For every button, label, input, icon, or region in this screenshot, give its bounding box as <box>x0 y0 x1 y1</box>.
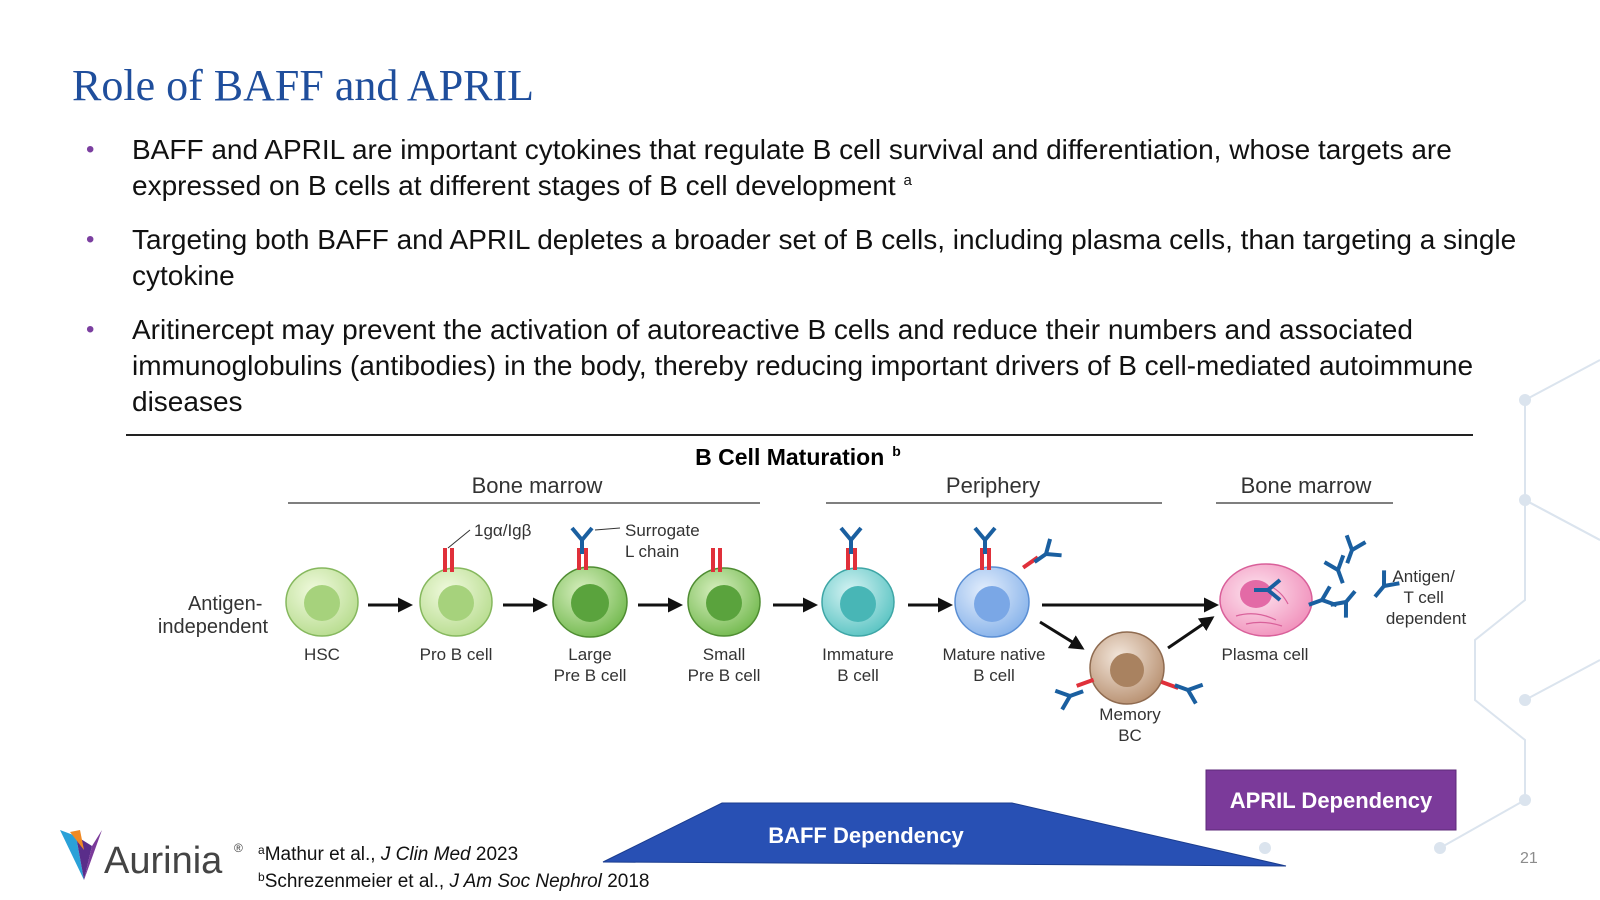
small-pre-b-cell <box>687 548 761 637</box>
april-dependency-label: APRIL Dependency <box>1230 788 1433 813</box>
bullet-dot: • <box>86 226 95 253</box>
pro-b-label: Pro B cell <box>420 645 493 664</box>
baff-dependency-band: BAFF Dependency <box>602 802 1287 867</box>
antigen-independent-label: Antigen- independent <box>158 593 269 638</box>
footnote-a: aMathur et al., J Clin Med 2023 <box>258 841 649 868</box>
divider-line <box>126 434 1473 436</box>
logo-mark-accent <box>70 830 84 850</box>
bullet-item: • Targeting both BAFF and APRIL depletes … <box>86 222 1526 294</box>
baff-dependency-label: BAFF Dependency <box>768 823 964 848</box>
hsc-label: HSC <box>304 645 340 664</box>
surrogate-chain-callout: Surrogate L chain <box>625 521 704 561</box>
bullet-text: Targeting both BAFF and APRIL depletes a… <box>132 224 1517 291</box>
antigen-dependent-label: Antigen/ T cell dependent <box>1386 567 1467 628</box>
logo-mark-center <box>76 836 92 880</box>
bullet-dot: • <box>86 316 95 343</box>
logo-wordmark: Aurinia <box>104 840 223 882</box>
bullet-superscript: a <box>903 172 912 189</box>
plasma-cell <box>1219 533 1402 637</box>
footnote-year: 2023 <box>470 844 519 865</box>
large-pre-b-cell <box>552 526 628 638</box>
bullet-item: • BAFF and APRIL are important cytokines … <box>86 132 1526 204</box>
bullet-text: Aritinercept may prevent the activation … <box>132 314 1474 417</box>
memory-b-cell <box>1053 631 1205 712</box>
footnote-authors: Schrezenmeier et al., <box>264 871 450 892</box>
logo-registered-mark: ® <box>234 841 243 855</box>
region-label-bone-marrow-right: Bone marrow <box>1241 473 1372 498</box>
bullet-text: BAFF and APRIL are important cytokines t… <box>132 134 1452 201</box>
footnote-year: 2018 <box>601 871 650 892</box>
hsc-cell <box>285 567 359 637</box>
mature-naive-b-cell <box>954 526 1064 638</box>
footnote-journal: J Am Soc Nephrol <box>449 871 602 892</box>
plasma-cell-label: Plasma cell <box>1222 645 1309 664</box>
region-label-bone-marrow-left: Bone marrow <box>472 473 603 498</box>
slide-title: Role of BAFF and APRIL <box>72 61 535 110</box>
hexagon-decoration <box>1259 359 1600 854</box>
footnote-authors: Mathur et al., <box>264 844 381 865</box>
footnote-journal: J Clin Med <box>380 844 471 865</box>
pro-b-cell <box>419 529 493 637</box>
immature-b-cell <box>821 526 895 637</box>
progression-arrows <box>368 597 1219 650</box>
logo-mark-right <box>84 830 102 880</box>
page-number: 21 <box>1520 850 1538 867</box>
region-label-periphery: Periphery <box>946 473 1040 498</box>
footnote-marker: a <box>258 843 265 857</box>
aurinia-logo: Aurinia ® <box>60 830 243 882</box>
footnotes: aMathur et al., J Clin Med 2023 bSchreze… <box>258 841 649 895</box>
bullet-item: • Aritinercept may prevent the activation… <box>86 312 1526 420</box>
bullet-dot: • <box>86 136 95 163</box>
receptor-callout: 1gα/Igβ <box>474 521 532 540</box>
footnote-b: bSchrezenmeier et al., J Am Soc Nephrol … <box>258 868 649 895</box>
footnote-marker: b <box>258 870 265 884</box>
bullet-list: • BAFF and APRIL are important cytokines … <box>86 132 1526 438</box>
logo-mark-left <box>60 830 84 880</box>
april-dependency-box: APRIL Dependency <box>1205 769 1457 831</box>
